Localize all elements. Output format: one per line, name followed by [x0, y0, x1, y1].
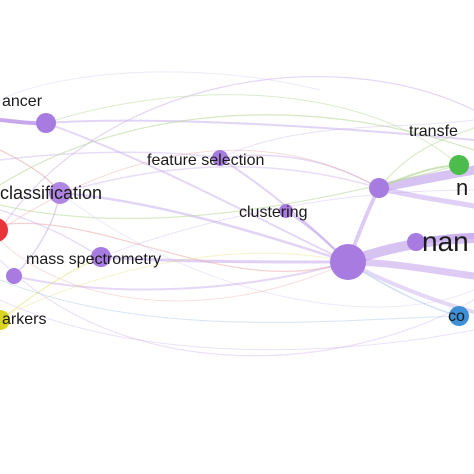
edge — [45, 94, 460, 166]
edge — [58, 191, 350, 264]
node-mass-spectrometry[interactable] — [91, 247, 111, 267]
labels-layer: ancer transfe feature selection classifi… — [0, 93, 469, 328]
node-co[interactable] — [449, 306, 469, 326]
label-clustering: clustering — [239, 204, 307, 221]
edge — [100, 189, 474, 258]
node-transfer[interactable] — [449, 155, 469, 175]
edge — [0, 239, 349, 302]
label-n: n — [456, 175, 468, 200]
label-markers: arkers — [2, 311, 46, 328]
edge — [13, 261, 349, 291]
edge — [0, 256, 102, 321]
node-cancer[interactable] — [36, 113, 56, 133]
edge — [0, 279, 460, 323]
label-feature-selection: feature selection — [147, 152, 264, 169]
node-nano[interactable] — [407, 233, 425, 251]
edge — [59, 192, 474, 308]
edge — [0, 299, 474, 351]
node-markers[interactable] — [0, 310, 10, 330]
edge — [219, 119, 474, 159]
node-classification[interactable] — [49, 182, 71, 204]
edge — [45, 122, 349, 263]
edge — [219, 154, 380, 189]
label-transfer: transfe — [409, 123, 458, 140]
edge — [0, 76, 474, 231]
label-nano: nan — [422, 226, 469, 257]
node-clustering[interactable] — [279, 204, 293, 218]
edge — [59, 165, 380, 194]
edge — [0, 151, 221, 161]
edges-layer — [0, 71, 474, 357]
node-nano-hub[interactable] — [330, 244, 366, 280]
node-red-cluster[interactable] — [0, 218, 8, 242]
edge — [0, 222, 349, 272]
label-co: co — [448, 308, 465, 325]
node-upper-right[interactable] — [369, 178, 389, 198]
nodes-layer — [0, 113, 469, 330]
label-cancer: ancer — [2, 93, 43, 110]
edge — [0, 114, 474, 186]
edge — [0, 71, 321, 101]
edge — [45, 119, 474, 141]
node-feature-selection[interactable] — [212, 150, 228, 166]
edge — [99, 255, 350, 264]
label-classification: classification — [0, 183, 102, 203]
edge — [0, 164, 460, 220]
node-left-small[interactable] — [6, 268, 22, 284]
edge — [378, 127, 474, 189]
edge — [0, 149, 380, 231]
label-mass-spectrometry: mass spectrometry — [26, 251, 161, 268]
edge — [0, 259, 474, 357]
